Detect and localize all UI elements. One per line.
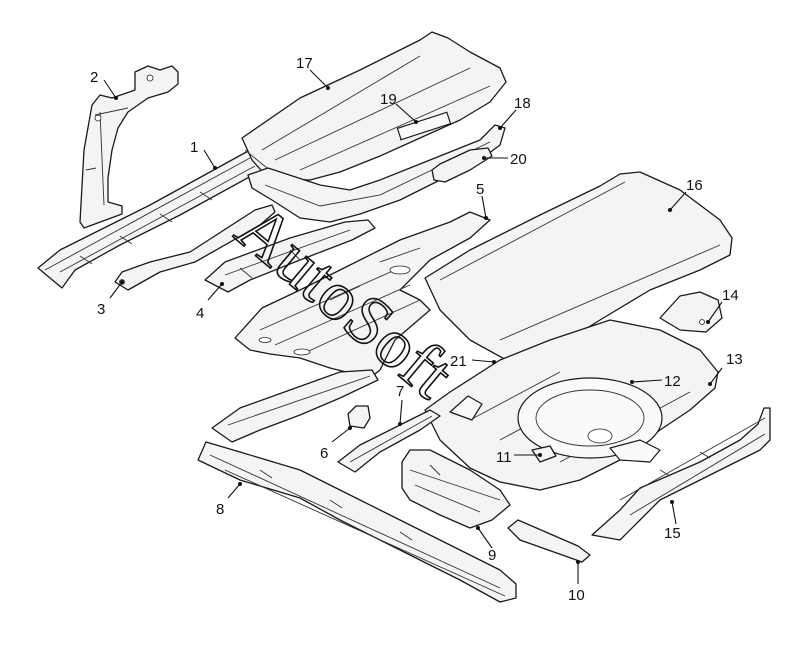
callout-11: 11	[496, 449, 512, 466]
part-11-tab	[531, 445, 557, 463]
callout-19: 19	[380, 91, 397, 108]
part-12-wheel-well	[517, 377, 663, 463]
part-6-block	[347, 405, 371, 429]
callout-8: 8	[216, 501, 224, 518]
part-20-bracket	[431, 147, 493, 183]
callout-1: 1	[190, 139, 198, 156]
callout-20: 20	[510, 151, 527, 168]
part-4-crossmember	[204, 219, 376, 293]
callout-15: 15	[664, 525, 681, 542]
part-21-front-rail	[211, 369, 379, 443]
callout-5: 5	[476, 181, 484, 198]
callout-13: 13	[726, 351, 743, 368]
part-2-pillar-bracket	[79, 65, 179, 229]
part-8-left-sill	[197, 441, 517, 603]
callout-21: 21	[450, 353, 467, 370]
part-10-strip	[507, 519, 591, 563]
callout-16: 16	[686, 177, 703, 194]
callout-4: 4	[196, 305, 204, 322]
part-15-right-rail	[591, 407, 771, 541]
callout-7: 7	[396, 383, 404, 400]
callout-14: 14	[722, 287, 739, 304]
part-5-main-floor	[234, 211, 491, 379]
callout-labels: 1 2 3 4 5 6 7 8 9 10 11 12 13 14 15 16 1…	[90, 55, 743, 604]
callout-3: 3	[97, 301, 105, 318]
callout-18: 18	[514, 95, 531, 112]
callout-9: 9	[488, 547, 496, 564]
callout-12: 12	[664, 373, 681, 390]
part-14-bracket	[659, 291, 723, 333]
callout-2: 2	[90, 69, 98, 86]
callout-10: 10	[568, 587, 585, 604]
callout-leaders	[103, 69, 723, 584]
callout-17: 17	[296, 55, 313, 72]
callout-6: 6	[320, 445, 328, 462]
part-7-cross-member	[337, 409, 441, 473]
part-9-floor-rail	[401, 449, 511, 529]
